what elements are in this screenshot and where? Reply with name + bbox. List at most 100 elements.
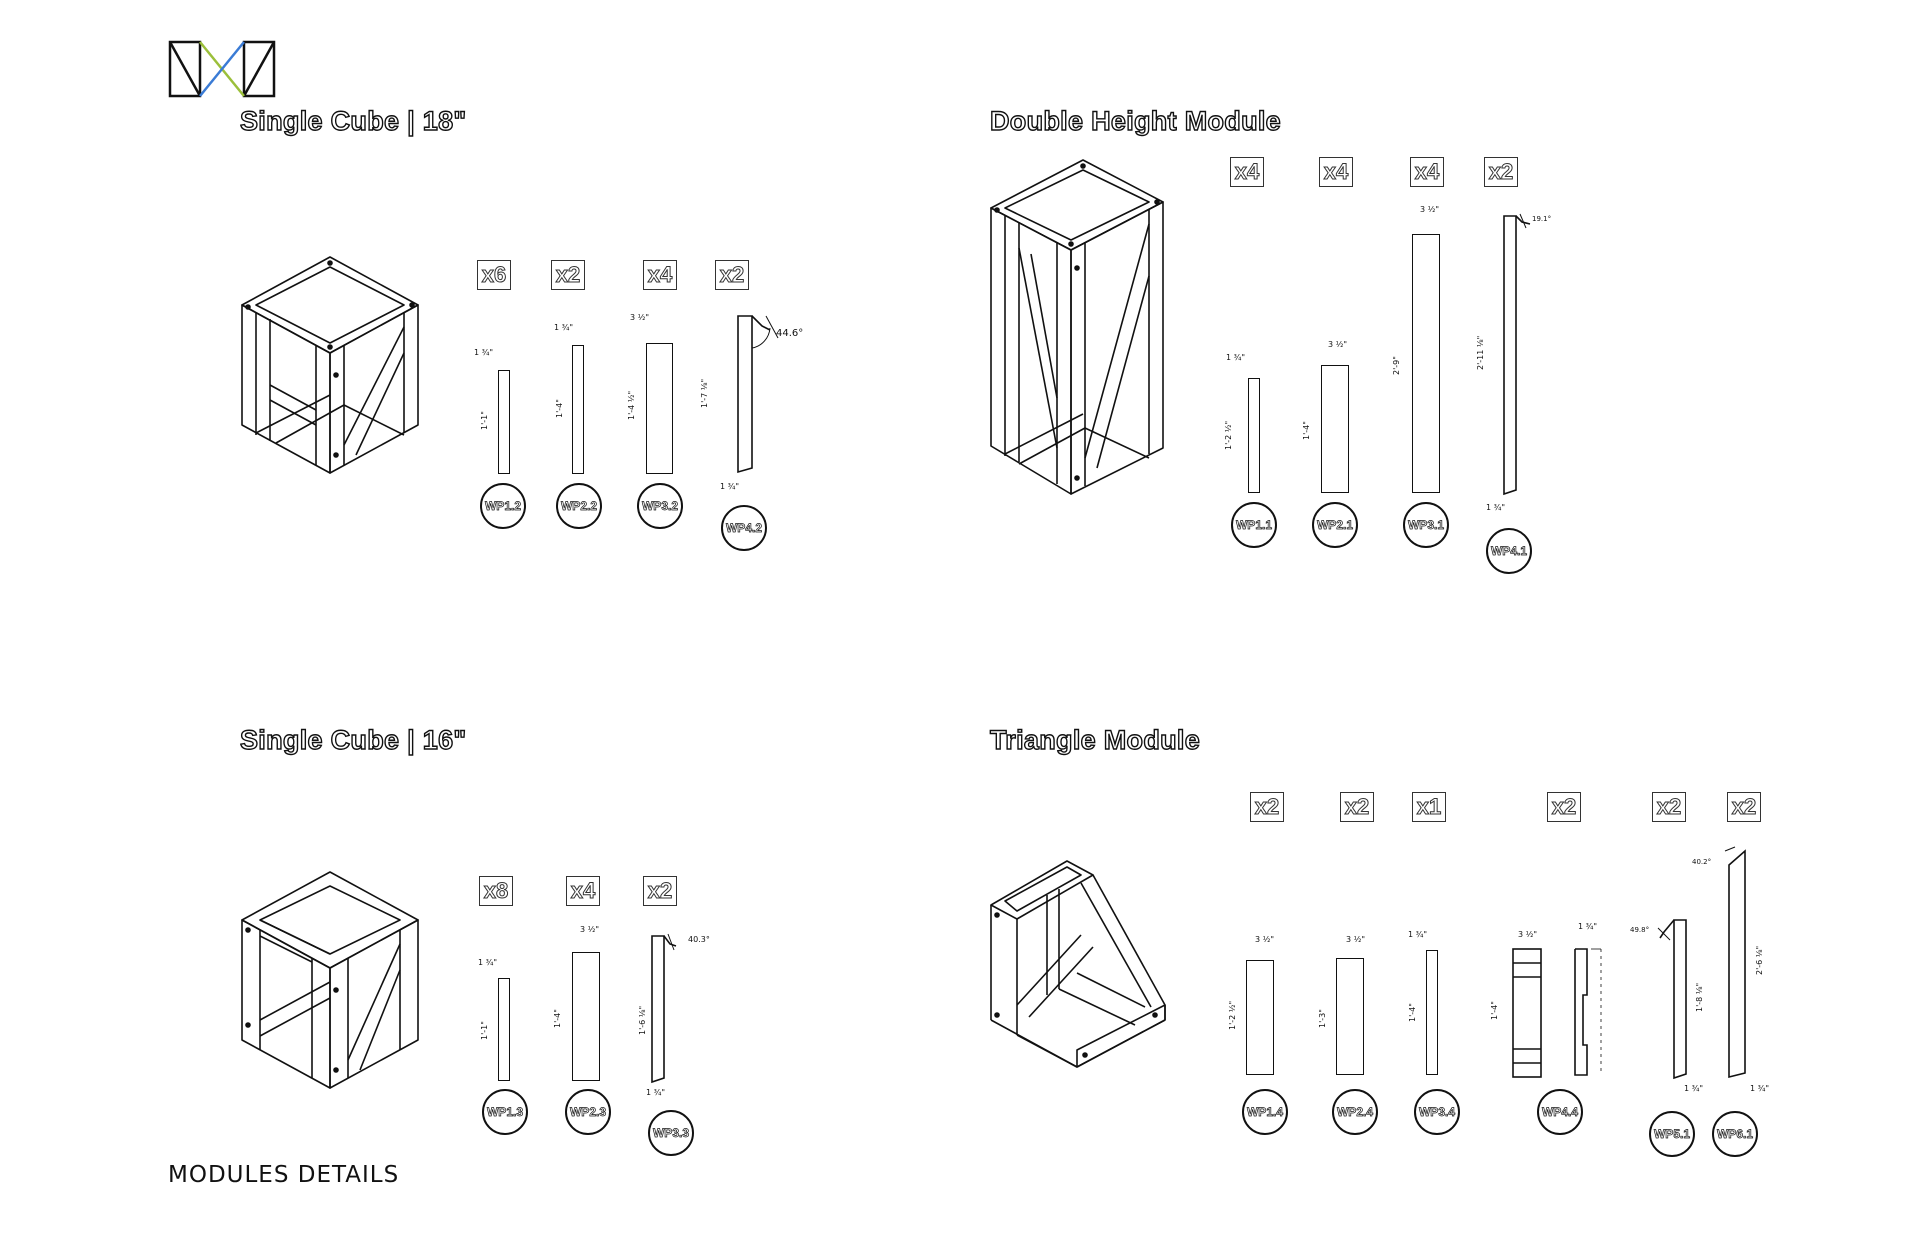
part-length-dimension: 1'-4" [553,1009,562,1028]
isometric-double-height-module [990,159,1164,495]
part-quantity: x2 [643,876,677,906]
part-tag: WP5.1 [1649,1111,1695,1157]
part-width-dimension: 3 ½" [1328,340,1348,349]
module-title-single-cube-16: Single Cube | 16" [239,724,467,755]
part-tag: WP4.1 [1486,528,1532,574]
part-width-dimension: 3 ½" [1255,935,1275,944]
part-length-dimension: 1'-6 ⅛" [638,1005,647,1035]
part-quantity: x2 [1250,792,1284,822]
part-quantity: x4 [1410,157,1444,187]
part-WP1.3-board [498,978,510,1081]
part-angle-label: 44.6° [776,328,804,339]
part-length-dimension: 1'-1" [480,411,489,430]
part-tag: WP4.2 [721,505,767,551]
part-angle-label: 19.1° [1532,215,1552,223]
part-quantity: x2 [551,260,585,290]
part-WP3.2-board [646,343,673,474]
part-WP4.1-angled-board [1503,213,1531,496]
part-width-dimension: 1 ¾" [1486,503,1506,512]
part-length-dimension: 2'-11 ⅛" [1476,335,1485,370]
part-length-dimension: 1'-4" [1490,1001,1499,1020]
part-tag: WP3.2 [637,483,683,529]
part-quantity: x2 [1727,792,1761,822]
part-WP1.2-board [498,370,510,474]
part-width-dimension: 1 ¾" [1750,1084,1770,1093]
part-WP3.4-board [1426,950,1438,1075]
part-length-dimension: 1'-7 ⅛" [700,378,709,408]
part-tag: WP1.2 [480,483,526,529]
part-length-dimension: 1'-4" [555,399,564,418]
part-WP4.4-board [1512,948,1602,1078]
part-quantity: x2 [1652,792,1686,822]
module-title-double-height: Double Height Module [989,105,1281,136]
isometric-single-cube-18 [241,256,419,474]
part-width-dimension: 1 ¾" [1408,930,1428,939]
isometric-single-cube-16 [241,871,419,1089]
part-tag: WP3.3 [648,1110,694,1156]
part-width-dimension: 1 ¾" [1226,353,1246,362]
part-quantity: x4 [643,260,677,290]
part-WP6.1-angled-board [1724,846,1746,1079]
part-length-dimension: 1'-4 ½" [627,390,636,420]
part-length-dimension: 2'-6 ⅛" [1755,945,1764,975]
part-width-dimension: 1 ¾" [646,1088,666,1097]
part-tag: WP2.1 [1312,502,1358,548]
part-quantity: x4 [1230,157,1264,187]
part-tag: WP6.1 [1712,1111,1758,1157]
part-quantity: x2 [1484,157,1518,187]
part-width-dimension: 1 ¾" [554,323,574,332]
part-length-dimension: 1'-4" [1408,1003,1417,1022]
footer-label: MODULES DETAILS [168,1162,400,1188]
part-length-dimension: 2'-9" [1392,356,1401,375]
part-quantity: x2 [715,260,749,290]
logo [168,40,276,98]
part-tag: WP1.4 [1242,1089,1288,1135]
part-width-dimension: 1 ¾" [1578,922,1598,931]
part-width-dimension: 1 ¾" [720,482,740,491]
part-width-dimension: 3 ½" [1420,205,1440,214]
part-width-dimension: 1 ¾" [474,348,494,357]
part-length-dimension: 1'-8 ⅛" [1695,982,1704,1012]
part-quantity: x2 [1340,792,1374,822]
part-WP2.1-board [1321,365,1349,493]
part-quantity: x8 [479,876,513,906]
part-width-dimension: 1 ¾" [1684,1084,1704,1093]
part-width-dimension: 3 ½" [630,313,650,322]
part-tag: WP1.1 [1231,502,1277,548]
part-WP5.1-angled-board [1657,919,1687,1080]
part-quantity: x2 [1547,792,1581,822]
part-tag: WP4.4 [1537,1089,1583,1135]
module-title-single-cube-18: Single Cube | 18" [239,105,467,136]
part-WP1.4-board [1246,960,1274,1075]
part-quantity: x4 [566,876,600,906]
part-WP1.1-board [1248,378,1260,493]
part-tag: WP3.1 [1403,502,1449,548]
part-length-dimension: 1'-2 ½" [1224,420,1233,450]
part-angle-label: 49.8° [1630,926,1650,934]
part-tag: WP2.3 [565,1089,611,1135]
part-width-dimension: 3 ½" [1346,935,1366,944]
isometric-triangle-module [990,860,1166,1068]
part-quantity: x1 [1412,792,1446,822]
part-tag: WP2.2 [556,483,602,529]
part-tag: WP2.4 [1332,1089,1378,1135]
part-quantity: x6 [477,260,511,290]
part-WP2.4-board [1336,958,1364,1075]
part-WP4.2-angled-board [737,315,779,474]
part-length-dimension: 1'-1" [480,1021,489,1040]
part-WP2.2-board [572,345,584,474]
part-length-dimension: 1'-2 ½" [1228,1000,1237,1030]
part-tag: WP1.3 [482,1089,528,1135]
part-WP3.3-angled-board [651,933,677,1084]
part-angle-label: 40.2° [1692,858,1712,866]
part-width-dimension: 3 ½" [1518,930,1538,939]
part-width-dimension: 1 ¾" [478,958,498,967]
part-length-dimension: 1'-4" [1302,421,1311,440]
part-angle-label: 40.3° [688,935,710,944]
part-quantity: x4 [1319,157,1353,187]
module-title-triangle: Triangle Module [989,724,1201,755]
part-WP3.1-board [1412,234,1440,493]
part-tag: WP3.4 [1414,1089,1460,1135]
part-WP2.3-board [572,952,600,1081]
part-length-dimension: 1'-3" [1318,1009,1327,1028]
